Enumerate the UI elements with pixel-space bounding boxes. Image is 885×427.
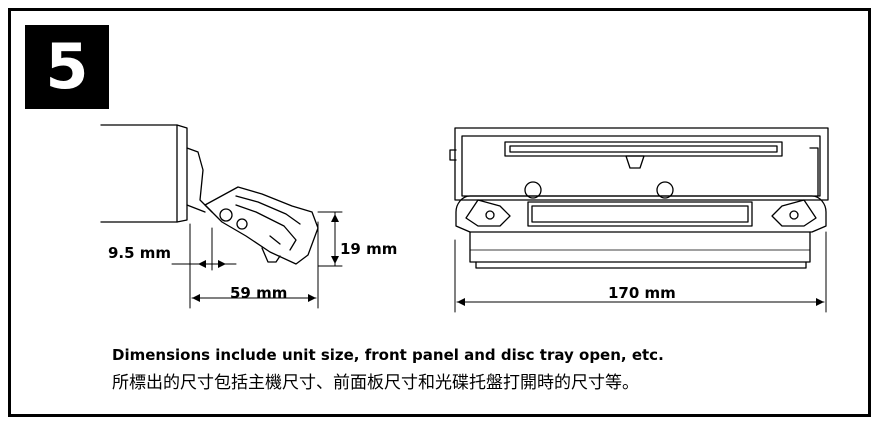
step-number-badge: 5 [25, 25, 109, 109]
width-label: 170 mm [608, 284, 676, 302]
caption-english: Dimensions include unit size, front pane… [112, 346, 664, 364]
side-view-drawing [100, 124, 343, 309]
front-view-drawing [449, 127, 829, 313]
tray-drop-label: 19 mm [340, 240, 397, 258]
figure-frame [8, 8, 871, 417]
caption-chinese: 所標出的尺寸包括主機尺寸、前面板尺寸和光碟托盤打開時的尺寸等。 [112, 373, 639, 393]
panel-depth-label: 59 mm [230, 284, 287, 302]
depth-offset-label: 9.5 mm [108, 244, 171, 262]
